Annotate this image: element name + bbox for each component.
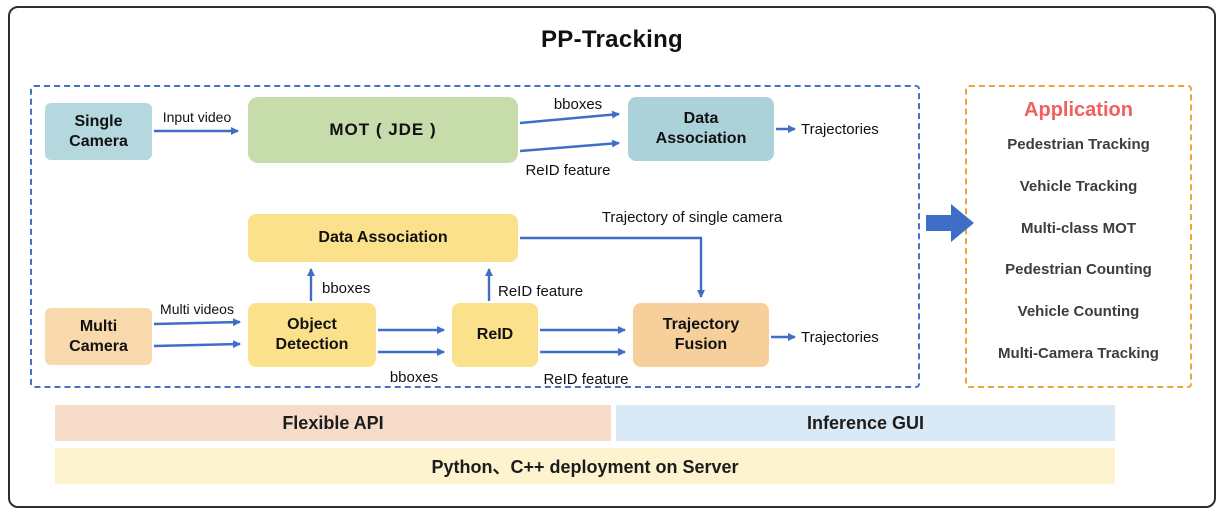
multi-videos-label: Multi videos [160,301,234,317]
main-pipeline-box [30,85,920,388]
trajectory-fusion-node: Trajectory Fusion [633,303,769,367]
reid-feature-label-top: ReID feature [525,162,611,179]
application-item: Multi-class MOT [1020,219,1136,237]
trajectories-label-bottom: Trajectories [801,329,879,346]
inference-gui-bar: Inference GUI [616,405,1115,441]
application-items: Pedestrian Tracking Vehicle Tracking Mul… [973,124,1184,374]
single-camera-node: Single Camera [45,103,152,160]
bboxes-up-label: bboxes [322,280,371,297]
data-association-bottom-node: Data Association [248,214,518,262]
reid-feature-up-label: ReID feature [498,283,584,300]
reid-feature-mid-label: ReID feature [543,371,629,388]
application-title: Application [1024,99,1133,121]
flexible-api-bar: Flexible API [55,405,611,441]
trajectories-label-top: Trajectories [801,121,879,138]
application-item: Multi-Camera Tracking [998,344,1159,362]
multi-camera-node: Multi Camera [45,308,152,365]
reid-node: ReID [452,303,538,367]
application-item: Vehicle Counting [1017,302,1140,320]
deployment-bar: Python、C++ deployment on Server [55,448,1115,484]
diagram-title: PP-Tracking [540,26,683,53]
input-video-label: Input video [162,109,232,125]
outer-frame [8,6,1216,508]
application-item: Vehicle Tracking [1019,177,1138,195]
trajectory-of-single-camera-label: Trajectory of single camera [601,209,783,226]
bboxes-label-top: bboxes [553,96,603,113]
application-item: Pedestrian Counting [1005,261,1152,279]
object-detection-node: Object Detection [248,303,376,367]
bboxes-mid-label: bboxes [389,369,439,386]
application-item: Pedestrian Tracking [1007,136,1150,154]
data-association-top-node: Data Association [628,97,774,161]
application-box: Application Pedestrian Tracking Vehicle … [965,85,1192,388]
mot-jde-node: MOT ( JDE ) [248,97,518,163]
